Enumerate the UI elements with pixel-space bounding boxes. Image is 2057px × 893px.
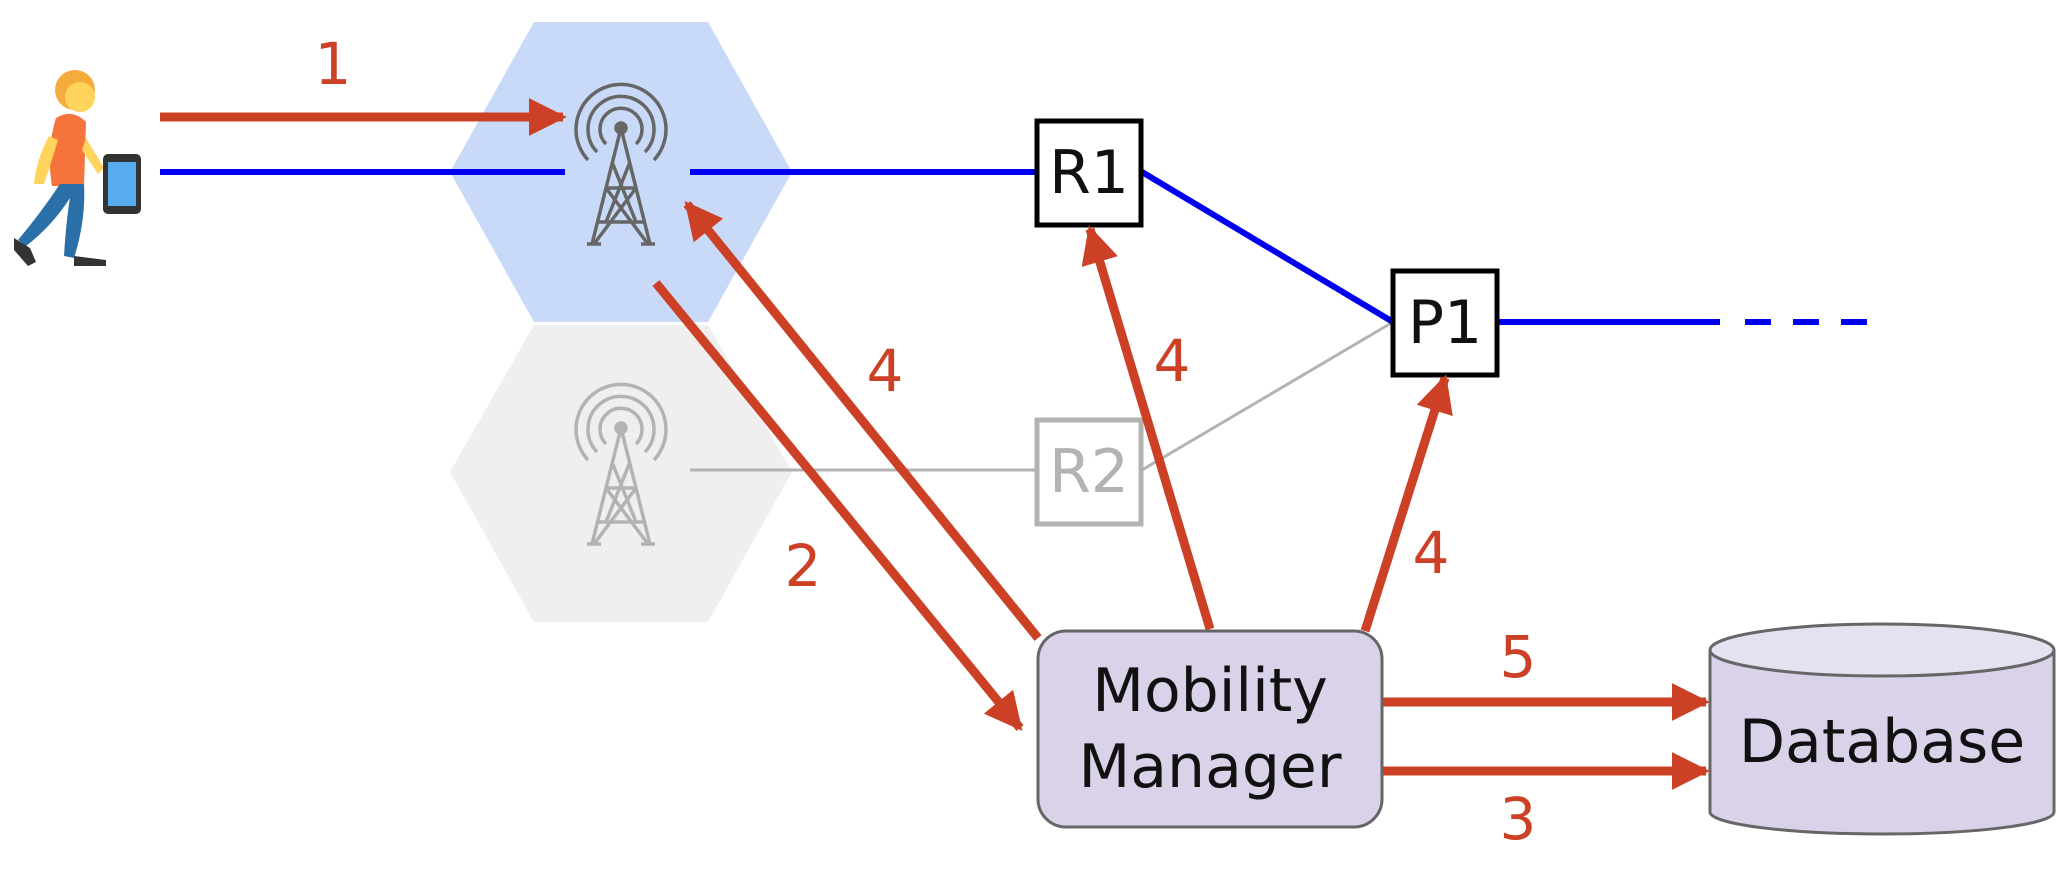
router-r2-label: R2 (1049, 437, 1129, 507)
step-label-manager-to-p1: 4 (1413, 519, 1450, 587)
database-label: Database (1739, 707, 2025, 777)
arrow-manager-to-tower (683, 201, 1042, 641)
mobility-manager: Mobility Manager (1036, 629, 1384, 829)
router-r1: R1 (1034, 118, 1144, 228)
arrow-manager-to-r1 (1081, 225, 1215, 631)
inactive-path (690, 320, 1394, 472)
cell-tower-icon (574, 82, 668, 246)
active-cell (450, 22, 792, 322)
walking-person-with-phone-icon (14, 70, 141, 266)
mobility-manager-label-line1: Mobility (1092, 656, 1328, 726)
step-label-manager-to-r1: 4 (1154, 327, 1191, 395)
step-label-manager-to-tower: 4 (867, 337, 904, 405)
active-path (160, 169, 1870, 325)
step-label-manager-to-database-upper: 5 (1500, 623, 1537, 691)
router-p1: P1 (1390, 268, 1500, 378)
arrow-tower-to-manager (652, 280, 1024, 731)
inactive-cell (450, 325, 792, 622)
flow-arrows (160, 98, 1710, 790)
arrow-manager-to-p1 (1360, 374, 1453, 633)
cell-tower-icon (574, 382, 668, 546)
step-label-tower-to-manager: 2 (785, 532, 822, 600)
step-label-manager-to-database-lower: 3 (1500, 785, 1537, 853)
database: Database (1708, 622, 2056, 836)
router-r1-label: R1 (1049, 138, 1129, 208)
router-p1-label: P1 (1408, 288, 1482, 358)
step-label-user-to-tower: 1 (315, 30, 352, 98)
router-r2: R2 (1034, 417, 1144, 527)
mobility-manager-label-line2: Manager (1079, 732, 1342, 802)
